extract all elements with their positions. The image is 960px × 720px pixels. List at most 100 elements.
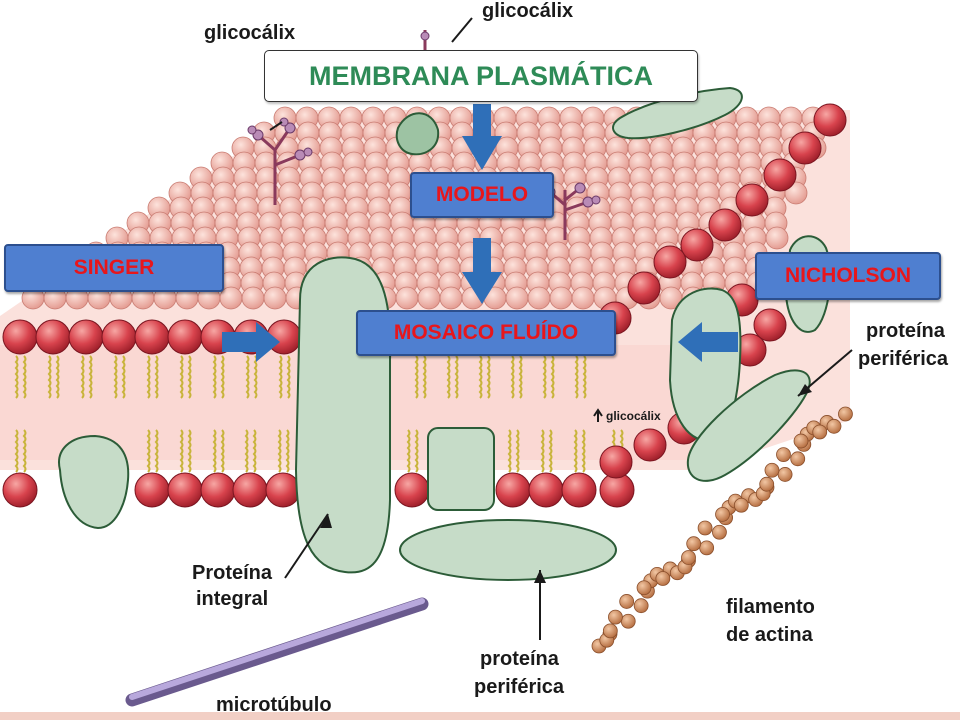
leader-arrowheads bbox=[320, 384, 812, 583]
lipid-tail bbox=[113, 355, 118, 399]
lipid-head-lower bbox=[2, 472, 38, 508]
actin-bead bbox=[697, 520, 713, 536]
lipid-head-upper bbox=[2, 319, 38, 355]
microtubulo-label: microtúbulo bbox=[216, 694, 332, 716]
arrow-down-icon bbox=[462, 104, 502, 304]
actin-bead bbox=[699, 540, 715, 556]
arrow-left-icon bbox=[678, 322, 738, 362]
integral-protein-right bbox=[668, 287, 742, 442]
actin-bead bbox=[793, 433, 809, 449]
lipid-head-top bbox=[417, 286, 441, 310]
lipid-head-lower bbox=[167, 472, 203, 508]
lipid-head-upper bbox=[68, 319, 104, 355]
actin-bead bbox=[712, 524, 727, 540]
integral-protein-large bbox=[294, 256, 392, 574]
lipid-tail bbox=[515, 429, 520, 473]
lipid-head-upper bbox=[167, 319, 203, 355]
lipid-head-edge bbox=[627, 271, 661, 305]
actin-bead bbox=[812, 424, 828, 440]
lipid-head-lower bbox=[232, 472, 268, 508]
lipid-head-top bbox=[505, 286, 529, 310]
lipid-head-top bbox=[765, 226, 789, 250]
lipid-head-top bbox=[219, 286, 243, 310]
lipid-head-edge bbox=[680, 228, 714, 262]
lipid-tail bbox=[277, 429, 282, 473]
lipid-tail bbox=[540, 429, 545, 473]
actin-bead bbox=[776, 447, 791, 462]
lipid-tail bbox=[446, 355, 451, 399]
lipid-tail bbox=[252, 429, 257, 473]
lipid-tail bbox=[582, 355, 587, 399]
lipid-tail bbox=[47, 355, 52, 399]
actin-bead bbox=[733, 497, 749, 513]
proteina-integral-label-line1: Proteína bbox=[192, 562, 273, 584]
proteina-periferica-bottom-line2: periférica bbox=[474, 676, 565, 698]
lipid-tail bbox=[486, 355, 491, 399]
glicocalix-label-left: glicocálix bbox=[204, 22, 296, 44]
lipid-head-top bbox=[395, 286, 419, 310]
proteina-periferica-bottom-line1: proteína bbox=[480, 648, 559, 670]
lipid-head-lower bbox=[134, 472, 170, 508]
actin-bead bbox=[686, 536, 702, 552]
lipid-head-edge bbox=[633, 428, 667, 462]
actin-filament bbox=[591, 406, 853, 654]
lipid-head-edge bbox=[653, 245, 687, 279]
lipid-tail bbox=[154, 355, 159, 399]
glycan-beads bbox=[247, 31, 601, 208]
lipid-tail bbox=[278, 355, 283, 399]
lipid-tail bbox=[406, 429, 411, 473]
lipid-head-top bbox=[263, 286, 287, 310]
lipid-head-lower bbox=[561, 472, 597, 508]
lipid-tail bbox=[542, 355, 547, 399]
lipid-tail bbox=[507, 429, 512, 473]
lipid-tail bbox=[212, 355, 217, 399]
lipid-tail bbox=[146, 355, 151, 399]
lipid-tail bbox=[574, 355, 579, 399]
lipid-head-edge bbox=[753, 308, 787, 342]
modelo-box: MODELO bbox=[410, 172, 554, 218]
page-title: MEMBRANA PLASMÁTICA bbox=[264, 50, 698, 102]
proteina-periferica-right-line1: proteína bbox=[866, 320, 945, 342]
lipid-head-lower bbox=[528, 472, 564, 508]
lipid-tail bbox=[121, 355, 126, 399]
lipid-head-edge bbox=[788, 131, 822, 165]
lipid-tail bbox=[244, 429, 249, 473]
lipid-tails bbox=[14, 355, 624, 473]
lipid-tail bbox=[179, 429, 184, 473]
lipid-tail bbox=[187, 429, 192, 473]
actin-bead bbox=[715, 507, 730, 522]
glicocalix-label-top: glicocálix bbox=[482, 0, 574, 22]
lipid-tail bbox=[220, 355, 225, 399]
lipid-tail bbox=[253, 355, 258, 399]
lipid-tail bbox=[245, 355, 250, 399]
lipid-tail bbox=[212, 429, 217, 473]
actin-bead bbox=[602, 623, 618, 639]
proteina-integral-label-line2: integral bbox=[196, 588, 269, 610]
lipid-tail bbox=[14, 355, 19, 399]
protein-top-left bbox=[395, 112, 440, 156]
lipid-head-upper bbox=[134, 319, 170, 355]
lipid-tail bbox=[548, 429, 553, 473]
lipid-tail bbox=[454, 355, 459, 399]
lipid-head-lower bbox=[495, 472, 531, 508]
actin-bead bbox=[619, 594, 635, 609]
glicocalix-label-small: glicocálix bbox=[606, 409, 661, 423]
singer-box: SINGER bbox=[4, 244, 224, 292]
lipid-tail bbox=[22, 429, 27, 473]
actin-bead bbox=[636, 580, 652, 596]
lipid-head-lower bbox=[265, 472, 301, 508]
proteina-periferica-right-line2: periférica bbox=[858, 348, 949, 370]
lipid-tail bbox=[285, 429, 290, 473]
actin-bead bbox=[681, 550, 696, 565]
lipid-tail bbox=[422, 355, 427, 399]
lipid-head-edge bbox=[763, 158, 797, 192]
mosaico-fluido-box: MOSAICO FLUÍDO bbox=[356, 310, 616, 356]
filamento-label-line2: de actina bbox=[726, 624, 813, 646]
arrow-right-icon bbox=[222, 322, 280, 362]
actin-bead bbox=[764, 462, 780, 478]
lipid-tail bbox=[187, 355, 192, 399]
lipid-head-top bbox=[439, 286, 463, 310]
lipid-head-edge bbox=[599, 445, 633, 479]
lipid-tail bbox=[414, 429, 419, 473]
